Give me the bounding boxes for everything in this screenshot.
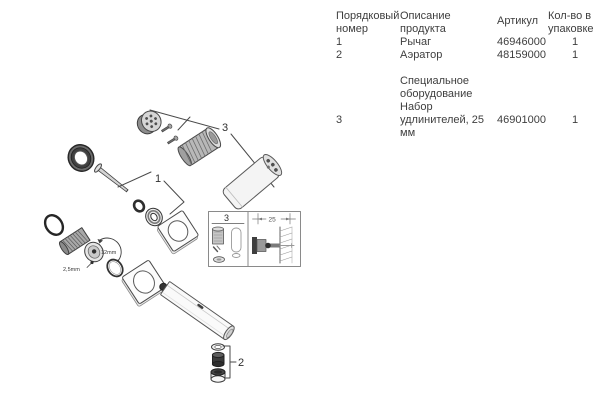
- row3-description: Набор удлинителей, 25 мм: [400, 101, 485, 139]
- hex-annotation: 2,5mm: [63, 267, 80, 273]
- inset-dimension-value: 25: [269, 217, 277, 224]
- row1-quantity: 1: [572, 36, 579, 48]
- part2-aerator-core: [211, 351, 225, 368]
- row3-number: 3: [336, 114, 343, 126]
- row2-number: 2: [336, 49, 343, 61]
- inset-screw-icon: [212, 246, 219, 253]
- section-title-special-equipment: Специальное оборудование: [400, 75, 473, 100]
- part3-threaded-sleeve: [177, 127, 222, 167]
- inset-capsule-outline: [231, 227, 242, 258]
- spacer: [336, 62, 400, 75]
- arrowhead: [97, 239, 103, 244]
- part2-washer: [211, 343, 225, 351]
- depth-annotation: 12mm: [101, 250, 117, 256]
- part1-washer: [145, 207, 163, 227]
- inset-box: 3 25: [208, 211, 301, 267]
- inset-disc: [213, 256, 225, 263]
- row1-article: 46946000: [497, 36, 546, 48]
- callout-1-label: 1: [155, 173, 161, 185]
- col-header-description: Описание продукта: [400, 10, 451, 35]
- cartridge-group: 12mm 2,5mm: [43, 214, 124, 278]
- row3-quantity: 1: [572, 114, 579, 126]
- spout: [159, 281, 235, 341]
- part3-body-cylinder: [222, 154, 283, 210]
- part2-aerator-housing: [210, 368, 226, 383]
- inset-faucet-body: [252, 237, 295, 254]
- col-header-article: Артикул: [497, 14, 539, 27]
- escutcheon-plate-top: [157, 210, 199, 255]
- part3-screw-icon: [167, 135, 179, 145]
- part1-lever-pin: [94, 163, 129, 193]
- spacer: [548, 62, 598, 75]
- row1-description: Рычаг: [400, 36, 432, 48]
- callout-1-bracket: [117, 171, 185, 215]
- knurled-shaft: [58, 227, 91, 256]
- col-header-order-number: Порядковый номер: [336, 10, 400, 35]
- hex-flange: [84, 241, 104, 263]
- row2-quantity: 1: [572, 49, 579, 61]
- part2-aerator-group: 2: [210, 343, 244, 383]
- row2-description: Аэратор: [400, 49, 443, 61]
- swing-arc-arrow: [99, 237, 122, 263]
- o-ring-thin: [106, 258, 124, 278]
- inset-dimension: 25: [252, 213, 296, 225]
- row3-article: 46901000: [497, 114, 546, 126]
- spacer: [497, 75, 548, 101]
- inset-part-label: 3: [224, 213, 229, 223]
- row1-number: 1: [336, 36, 343, 48]
- row2-article: 48159000: [497, 49, 546, 61]
- part1-escutcheon-ring: [67, 144, 95, 172]
- inset-threaded-sleeve: [212, 226, 224, 245]
- callout-2-label: 2: [238, 357, 244, 369]
- part3-screw-icon: [161, 123, 173, 133]
- hex-ref-line: [86, 263, 92, 268]
- escutcheon-plate-bottom: [121, 260, 166, 307]
- part1-lever-group: 1: [67, 144, 185, 227]
- o-ring-large: [43, 214, 65, 236]
- part3-perforated-disc: [136, 110, 162, 135]
- spacer: [400, 62, 497, 75]
- col-header-quantity: Кол-во в упаковке: [548, 10, 594, 35]
- part1-o-ring: [132, 199, 146, 213]
- callout-3-label: 3: [222, 122, 228, 134]
- spacer: [336, 75, 400, 101]
- spacer: [497, 62, 548, 75]
- part3-extension-set: 3: [136, 109, 283, 210]
- parts-table: Порядковый номер Описание продукта Артик…: [336, 6, 598, 140]
- callout-2-bracket: [222, 345, 237, 379]
- inset-screw-icon: [216, 245, 221, 250]
- spacer: [548, 75, 598, 101]
